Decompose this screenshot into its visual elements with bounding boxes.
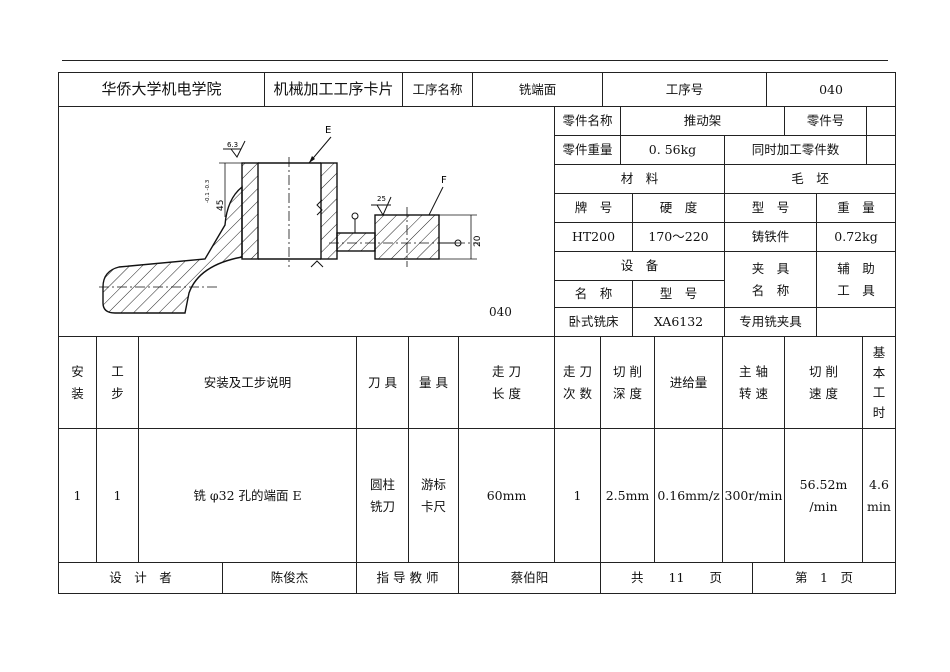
advisor-name: 蔡伯阳: [459, 563, 601, 593]
equipment-model-label: 型 号: [633, 281, 725, 308]
advisor-label: 指 导 教 师: [357, 563, 459, 593]
material-label: 材 料: [555, 165, 725, 194]
roughness-symbol-2: 25: [371, 195, 392, 217]
grade-label: 牌 号: [555, 194, 633, 223]
cell-description: 铣 φ32 孔的端面 E: [139, 429, 357, 563]
col-spindle-speed: 主 轴 转 速: [723, 337, 785, 429]
leader-f: [428, 186, 444, 216]
label-e: E: [325, 125, 331, 136]
page-number: 第 1 页: [795, 570, 853, 586]
dimension-45: 45 -0.1 -0.3: [205, 163, 226, 217]
col-step: 工 步: [97, 337, 139, 429]
blank-label: 毛 坯: [725, 165, 895, 194]
cell-tool: 圆柱 铣刀: [357, 429, 409, 563]
cell-spindle-speed: 300r/min: [723, 429, 785, 563]
blank-type-label: 型 号: [725, 194, 817, 223]
equipment-name: 卧式铣床: [555, 308, 633, 337]
part-no-label: 零件号: [785, 107, 867, 136]
designer-label: 设 计 者: [59, 563, 223, 593]
clamp-symbol: [351, 212, 359, 233]
card-title: 机械加工工序卡片: [265, 73, 403, 107]
cell-passes: 1: [555, 429, 601, 563]
part-weight-label: 零件重量: [555, 136, 621, 165]
cell-cutting-speed: 56.52m /min: [785, 429, 863, 563]
col-passes: 走 刀 次 数: [555, 337, 601, 429]
designer-name: 陈俊杰: [223, 563, 357, 593]
dim-45-tolerance: -0.1 -0.3: [205, 179, 211, 203]
col-tool: 刀 具: [357, 337, 409, 429]
cell-depth: 2.5mm: [601, 429, 655, 563]
col-cutting-speed: 切 削 速 度: [785, 337, 863, 429]
cell-travel-length: 60mm: [459, 429, 555, 563]
part-no: [867, 107, 895, 136]
total-pages: 共 11 页: [601, 563, 753, 593]
op-no-label: 工序号: [603, 73, 767, 107]
col-depth: 切 削 深 度: [601, 337, 655, 429]
hub-section: [241, 157, 338, 267]
boss-section: [329, 207, 479, 267]
equipment-label: 设 备: [555, 252, 725, 281]
label-f: F: [441, 175, 447, 186]
blank-weight-label: 重 量: [817, 194, 895, 223]
aux-tool-label: 辅 助 工 具: [817, 252, 895, 308]
fixture-label: 夹 具 名 称: [725, 252, 817, 308]
part-sketch: E F 6.3 25: [99, 125, 483, 314]
dim-20-text: 20: [473, 235, 483, 247]
cell-basic-time: 4.6 min: [863, 429, 895, 563]
dim-45-text: 45: [216, 200, 226, 211]
op-name-label: 工序名称: [403, 73, 473, 107]
blank-type: 铸铁件: [725, 223, 817, 252]
part-drawing: E F 6.3 25: [59, 107, 555, 337]
material-hardness: 170～220: [633, 223, 725, 252]
cell-gauge: 游标 卡尺: [409, 429, 459, 563]
cell-feed: 0.16mm/z: [655, 429, 723, 563]
aux-tool: [817, 308, 895, 337]
col-setup: 安 装: [59, 337, 97, 429]
col-description: 安装及工步说明: [139, 337, 357, 429]
blank-weight: 0.72kg: [817, 223, 895, 252]
process-card: 华侨大学机电学院 机械加工工序卡片 工序名称 铣端面 工序号 040: [58, 72, 896, 594]
part-weight: 0. 56kg: [621, 136, 725, 165]
op-no: 040: [767, 73, 895, 107]
locating-symbol: [439, 239, 462, 247]
roughness-value-2: 25: [377, 195, 386, 203]
cell-setup: 1: [59, 429, 97, 563]
drawing-op-number: 040: [489, 305, 512, 319]
top-rule: [62, 60, 888, 61]
roughness-symbol-1: 6.3: [223, 140, 246, 158]
simultaneous-parts-label: 同时加工零件数: [725, 136, 867, 165]
support-symbol: [310, 260, 324, 268]
equipment-name-label: 名 称: [555, 281, 633, 308]
col-basic-time: 基 本 工 时: [863, 337, 895, 429]
col-feed: 进给量: [655, 337, 723, 429]
hardness-label: 硬 度: [633, 194, 725, 223]
simultaneous-parts: [867, 136, 895, 165]
equipment-model: XA6132: [633, 308, 725, 337]
cell-step: 1: [97, 429, 139, 563]
col-gauge: 量 具: [409, 337, 459, 429]
arm-section: [99, 185, 243, 314]
material-grade: HT200: [555, 223, 633, 252]
op-name: 铣端面: [473, 73, 603, 107]
dimension-20: 20: [439, 214, 483, 260]
part-name: 推动架: [621, 107, 785, 136]
roughness-value-1: 6.3: [227, 141, 238, 149]
col-travel-length: 走 刀 长 度: [459, 337, 555, 429]
part-name-label: 零件名称: [555, 107, 621, 136]
fixture-name: 专用铣夹具: [725, 308, 817, 337]
school-name: 华侨大学机电学院: [59, 73, 265, 107]
